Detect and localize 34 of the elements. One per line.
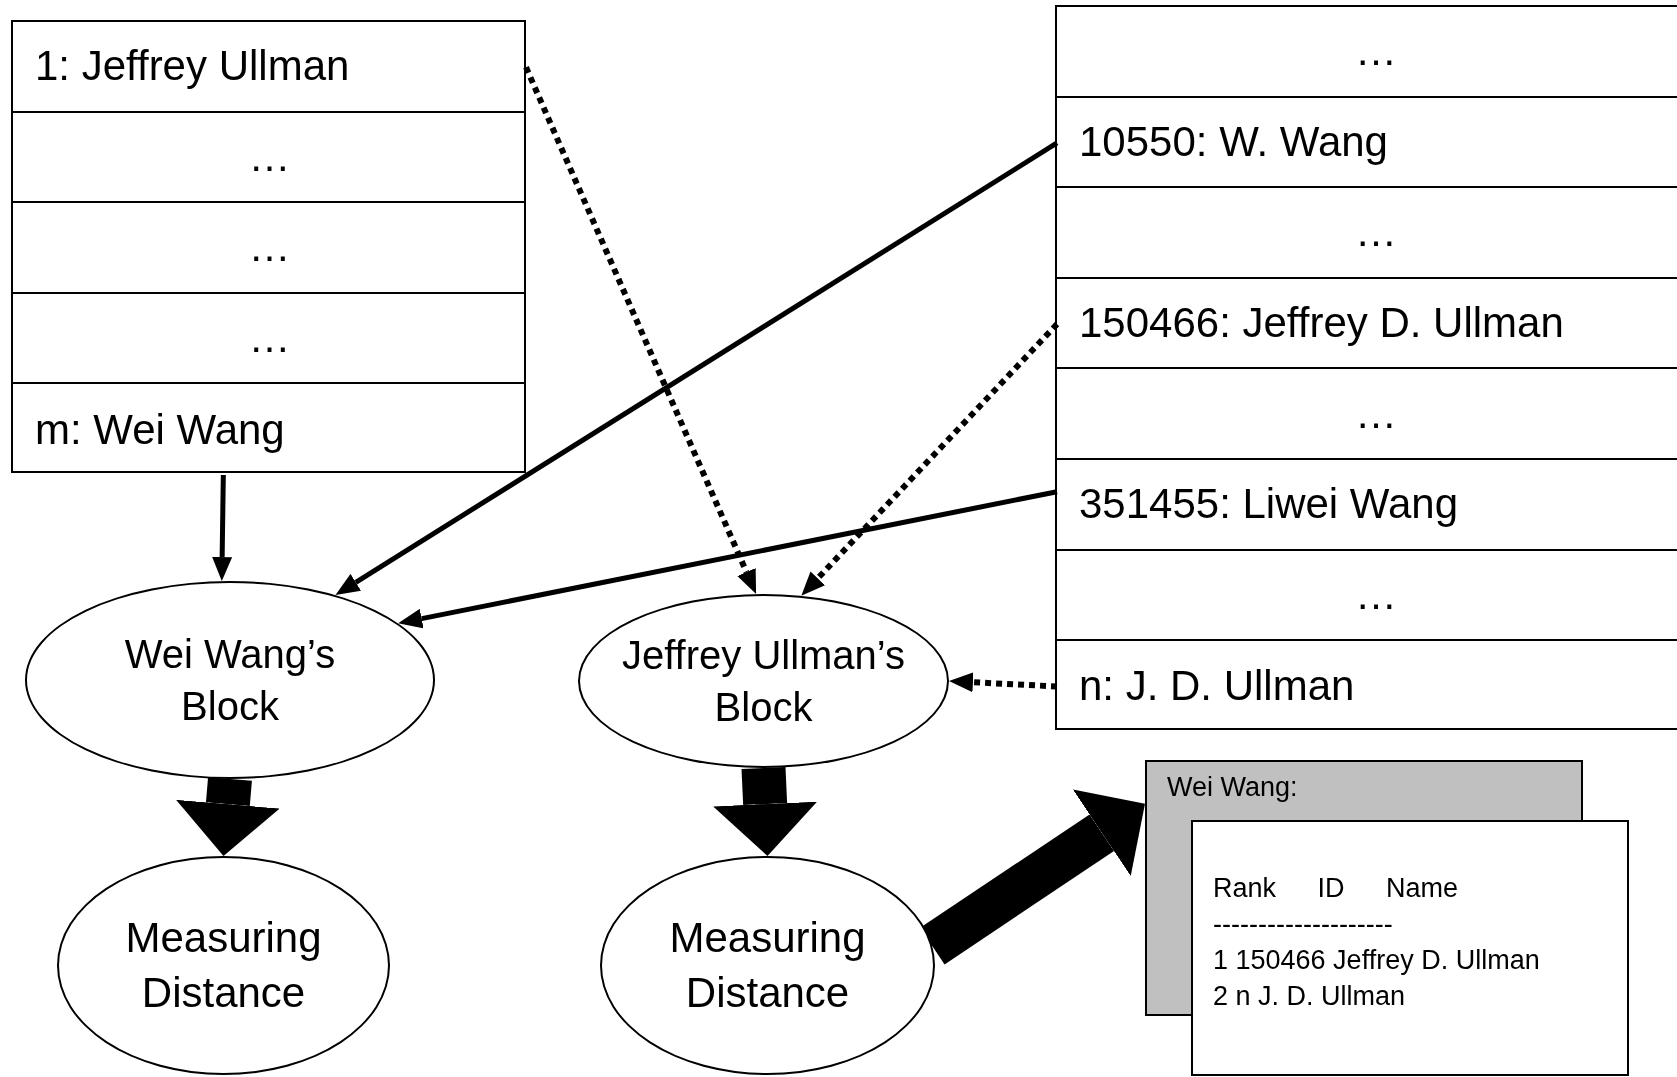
node-text: Jeffrey Ullman’s Block [620,632,907,731]
dotted-arrow [523,66,757,595]
dotted-arrow [949,672,1058,693]
dotted-arrow [801,322,1060,596]
header-text: Rank ID Name [1213,872,1459,905]
ellipsis-text: … [1355,389,1397,438]
entry-text: 150466: Jeffrey D. Ullman [1079,299,1564,348]
ellipsis-text: … [248,223,291,272]
result-row-text: 1 150466 Jeffrey D. Ullman [1213,944,1540,977]
ellipsis-text: … [1355,27,1397,76]
ellipsis-text: … [248,132,291,181]
node-text: Wei Wang: [1167,772,1299,803]
result-row-text: 2 n J. D. Ullman [1213,980,1406,1013]
arrow [212,474,233,582]
entry-text: 351455: Liwei Wang [1079,480,1459,529]
entry-text: 1: Jeffrey Ullman [35,42,350,91]
result-card [1145,760,1583,820]
entry-text: n: J. D. Ullman [1079,662,1355,711]
ellipsis-text: … [1355,570,1397,619]
node-text: Measuring Distance [668,912,867,1018]
result-card [1191,820,1629,1076]
arrow [335,140,1059,596]
block-arrow [713,766,818,856]
separator-text: -------------------- [1213,908,1393,941]
list-table [11,20,526,473]
list-table [1055,5,1677,730]
entry-text: 10550: W. Wang [1079,117,1388,166]
node-text: Wei Wang’s Block [123,631,337,730]
entry-text: m: Wei Wang [35,405,285,454]
block-arrow [176,777,280,856]
node-text: Measuring Distance [124,912,323,1018]
ellipsis-text: … [248,314,291,363]
arrow [398,489,1058,629]
ellipsis-text: … [1355,208,1397,257]
